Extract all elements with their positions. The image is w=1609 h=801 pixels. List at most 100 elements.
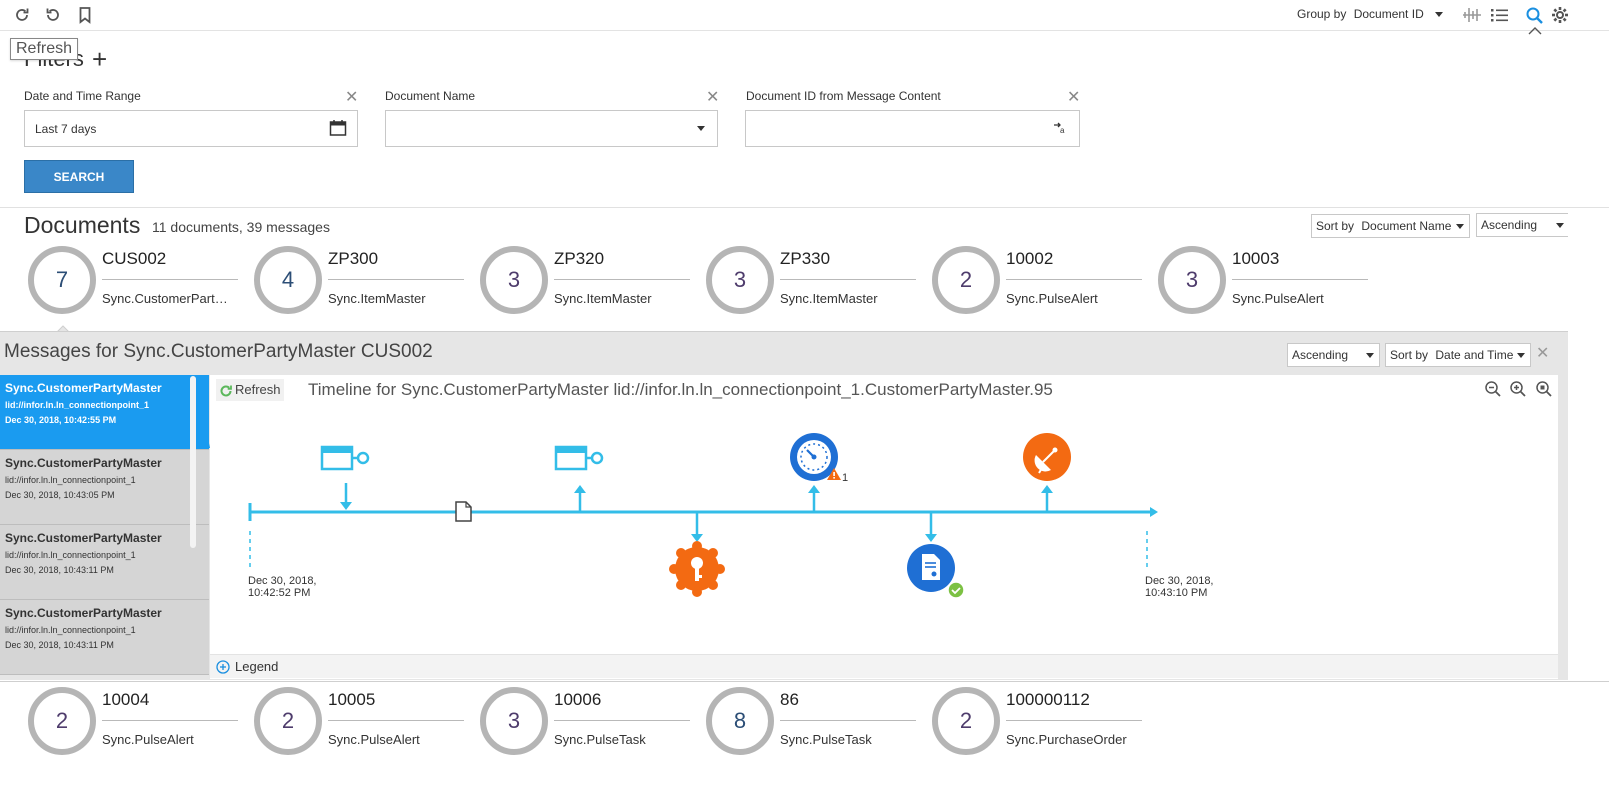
document-id: 86 <box>780 690 799 709</box>
message-title: Sync.CustomerPartyMaster <box>5 531 162 545</box>
document-processed-icon[interactable] <box>907 544 955 592</box>
search-icon[interactable] <box>1525 6 1545 26</box>
messages-sort-select[interactable]: Sort by Date and Time <box>1385 343 1531 367</box>
message-list-item[interactable]: Sync.CustomerPartyMaster lid://infor.ln.l… <box>0 525 209 600</box>
legend-bar: Legend <box>210 654 1558 678</box>
document-id: ZP320 <box>554 249 605 268</box>
chevron-down-icon <box>1366 353 1374 358</box>
documents-sort-select[interactable]: Sort by Document Name <box>1311 214 1470 238</box>
message-list-item[interactable]: Sync.CustomerPartyMaster lid://infor.ln.l… <box>0 375 209 450</box>
add-filter-icon[interactable]: + <box>92 44 108 74</box>
refresh-tooltip: Refresh <box>10 38 79 60</box>
calendar-icon[interactable] <box>329 119 347 140</box>
expand-legend-icon[interactable] <box>216 660 230 677</box>
satellite-dish-icon[interactable] <box>1023 433 1071 481</box>
divider <box>102 720 238 721</box>
close-icon[interactable]: ✕ <box>706 89 720 106</box>
zoom-in-icon[interactable] <box>1509 380 1527 403</box>
divider <box>0 681 1609 682</box>
search-button[interactable]: SEARCH <box>24 160 134 193</box>
date-range-field[interactable]: Last 7 days <box>24 110 358 147</box>
close-icon[interactable]: ✕ <box>345 89 359 106</box>
document-type: Sync.ItemMaster <box>554 291 652 306</box>
message-source: lid://infor.ln.ln_connectionpoint_1 <box>5 400 149 410</box>
message-count-badge: 3 <box>706 246 774 314</box>
message-source: lid://infor.ln.ln_connectionpoint_1 <box>5 625 136 635</box>
legend-label[interactable]: Legend <box>235 659 279 674</box>
document-id: 10003 <box>1232 249 1280 268</box>
message-count-badge: 2 <box>932 687 1000 755</box>
documents-summary: 11 documents, 39 messages <box>152 219 330 235</box>
divider <box>780 279 916 280</box>
zoom-out-icon[interactable] <box>1484 380 1502 403</box>
connection-point-icon[interactable] <box>320 445 370 471</box>
engine-gauge-icon[interactable] <box>790 433 838 481</box>
sort-by-value: Document Name <box>1361 219 1452 233</box>
divider <box>780 720 916 721</box>
divider <box>328 720 464 721</box>
document-name-label: Document Name <box>385 89 476 103</box>
undo-icon[interactable] <box>43 6 63 26</box>
document-id: ZP330 <box>780 249 831 268</box>
document-type: Sync.PulseTask <box>554 732 646 747</box>
refresh-icon[interactable] <box>12 6 32 26</box>
message-date: Dec 30, 2018, 10:42:55 PM <box>5 415 117 425</box>
message-date: Dec 30, 2018, 10:43:05 PM <box>5 490 115 500</box>
document-type: Sync.PulseAlert <box>328 732 420 747</box>
timeline-refresh-button[interactable]: Refresh <box>216 379 284 401</box>
divider <box>554 720 690 721</box>
message-source: lid://infor.ln.ln_connectionpoint_1 <box>5 475 136 485</box>
message-count-badge: 3 <box>480 246 548 314</box>
refresh-icon <box>219 383 233 405</box>
key-badge-icon[interactable] <box>669 541 725 597</box>
document-id: 10002 <box>1006 249 1054 268</box>
close-icon[interactable]: ✕ <box>1536 345 1550 362</box>
message-source: lid://infor.ln.ln_connectionpoint_1 <box>5 550 136 560</box>
document-id: 10004 <box>102 690 150 709</box>
timeline-panel <box>210 375 1558 679</box>
document-name-select[interactable] <box>385 110 718 147</box>
timeline-end-date: Dec 30, 2018, 10:43:10 PM <box>1145 575 1214 599</box>
document-id-field[interactable]: a <box>745 110 1080 147</box>
document-icon[interactable] <box>455 501 472 522</box>
document-id-label: Document ID from Message Content <box>746 89 941 103</box>
timeline-start-date: Dec 30, 2018, 10:42:52 PM <box>248 575 317 599</box>
connection-point-icon[interactable] <box>554 445 604 471</box>
gear-icon[interactable] <box>1550 6 1570 26</box>
document-id: 100000112 <box>1006 690 1090 709</box>
divider <box>328 279 464 280</box>
waveform-icon[interactable] <box>1462 6 1482 26</box>
document-id: 10006 <box>554 690 602 709</box>
documents-order-select[interactable]: Ascending <box>1476 213 1568 237</box>
timeline-title: Timeline for Sync.CustomerPartyMaster li… <box>308 380 1053 399</box>
message-list-scrollbar[interactable] <box>190 376 196 548</box>
chevron-down-icon <box>697 126 705 131</box>
translate-icon[interactable]: a <box>1053 121 1067 138</box>
group-by-control[interactable]: Group by Document ID <box>1297 7 1444 21</box>
divider <box>102 279 238 280</box>
message-title: Sync.CustomerPartyMaster <box>5 381 162 395</box>
timeline-start-date-line1: Dec 30, 2018, <box>248 575 317 587</box>
bookmark-icon[interactable] <box>75 6 95 26</box>
active-item-pointer <box>200 400 210 448</box>
timeline-refresh-label: Refresh <box>235 382 281 397</box>
chevron-down-icon <box>1456 224 1464 229</box>
messages-order-select[interactable]: Ascending <box>1287 343 1380 367</box>
svg-text:a: a <box>1060 126 1065 135</box>
close-icon[interactable]: ✕ <box>1067 89 1081 106</box>
zoom-reset-icon[interactable] <box>1535 380 1553 403</box>
list-view-icon[interactable] <box>1490 6 1510 26</box>
